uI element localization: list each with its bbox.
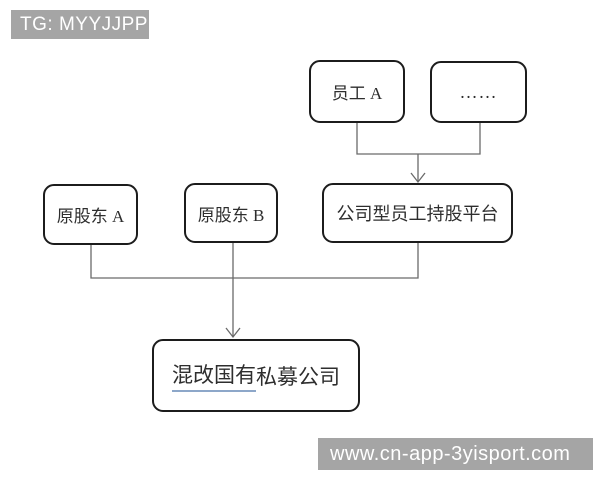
node-more-employees-ellipsis: …… [430, 61, 527, 123]
node-employee-a: 员工 A [309, 60, 405, 123]
connector-employees-bus [356, 123, 481, 155]
arrowhead-platform-icon [410, 172, 426, 184]
tg-watermark-banner: TG: MYYJJPP [11, 10, 149, 39]
url-watermark-banner: www.cn-app-3yisport.com [318, 438, 593, 470]
connector-owners-bus [90, 243, 419, 279]
node-mixed-reform-company: 混改国有私募公司 [152, 339, 360, 412]
target-label-plain-part: 私募公司 [256, 364, 340, 389]
target-label-underlined-part: 混改国有 [172, 359, 256, 392]
arrowhead-target-icon [225, 327, 241, 339]
node-original-shareholder-a: 原股东 A [43, 184, 138, 245]
node-employee-shareholding-platform: 公司型员工持股平台 [322, 183, 513, 243]
node-original-shareholder-b: 原股东 B [184, 183, 278, 243]
